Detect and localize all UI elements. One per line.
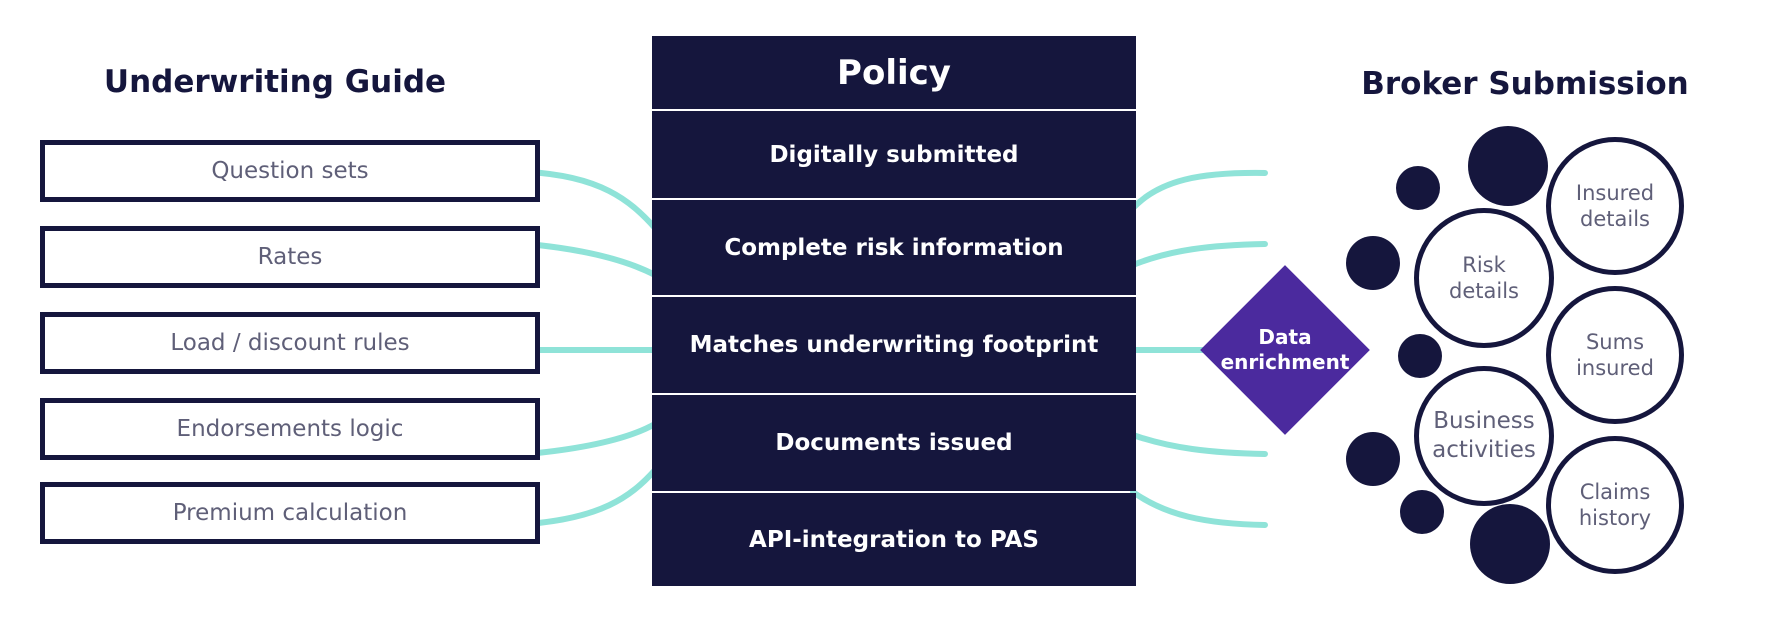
data-enrichment-label-1: Data (1258, 325, 1312, 349)
bubble-sums-insured-line2: insured (1576, 356, 1654, 380)
uw-item-premium-calculation: Premium calculation (40, 482, 540, 544)
connector-right-2 (1130, 241, 1268, 268)
connector-right-1 (1130, 169, 1268, 211)
bubble-business-activities-line2: activities (1432, 437, 1536, 463)
connector-left-2 (525, 241, 658, 278)
connector-right-4 (1130, 432, 1268, 457)
connector-right-5 (1130, 489, 1268, 528)
connector-left-1 (525, 169, 658, 231)
underwriting-guide-title: Underwriting Guide (103, 64, 447, 100)
decorative-dot-medium (1346, 432, 1400, 486)
decorative-dot-small (1398, 334, 1442, 378)
bubble-risk-details: Risk details (1414, 208, 1554, 348)
bubble-business-activities-line1: Business (1433, 408, 1535, 434)
bubble-business-activities: Business activities (1414, 366, 1554, 506)
policy-row-matches-underwriting-footprint: Matches underwriting footprint (652, 297, 1136, 393)
decorative-dot-small (1400, 490, 1444, 534)
connector-left-5 (525, 467, 658, 527)
policy-row-api-integration: API-integration to PAS (652, 493, 1136, 586)
bubble-sums-insured: Sums insured (1546, 286, 1684, 424)
uw-item-question-sets: Question sets (40, 140, 540, 202)
uw-item-rates: Rates (40, 226, 540, 288)
decorative-dot-medium (1346, 236, 1400, 290)
decorative-dot-small (1396, 166, 1440, 210)
data-enrichment-label-2: enrichment (1220, 350, 1350, 374)
decorative-dot-large-top (1468, 126, 1548, 206)
bubble-insured-details: Insured details (1546, 137, 1684, 275)
bubble-insured-details-line1: Insured (1575, 181, 1655, 205)
uw-item-endorsements-logic: Endorsements logic (40, 398, 540, 460)
connector-left-4 (525, 421, 658, 457)
bubble-claims-history-line2: history (1578, 506, 1652, 530)
broker-submission-title: Broker Submission (1361, 66, 1689, 102)
policy-row-documents-issued: Documents issued (652, 395, 1136, 491)
policy-title: Policy (652, 36, 1136, 109)
policy-row-complete-risk-information: Complete risk information (652, 200, 1136, 295)
bubble-risk-details-line2: details (1449, 279, 1519, 303)
decorative-dot-large-bottom (1470, 504, 1550, 584)
data-enrichment-node: Data enrichment (1199, 264, 1371, 436)
policy-row-digitally-submitted: Digitally submitted (652, 111, 1136, 198)
bubble-claims-history-line1: Claims (1579, 480, 1651, 504)
bubble-sums-insured-line1: Sums (1585, 330, 1645, 354)
bubble-insured-details-line2: details (1580, 207, 1650, 231)
uw-item-load-discount-rules: Load / discount rules (40, 312, 540, 374)
bubble-claims-history: Claims history (1546, 436, 1684, 574)
bubble-risk-details-line1: Risk (1462, 253, 1506, 277)
